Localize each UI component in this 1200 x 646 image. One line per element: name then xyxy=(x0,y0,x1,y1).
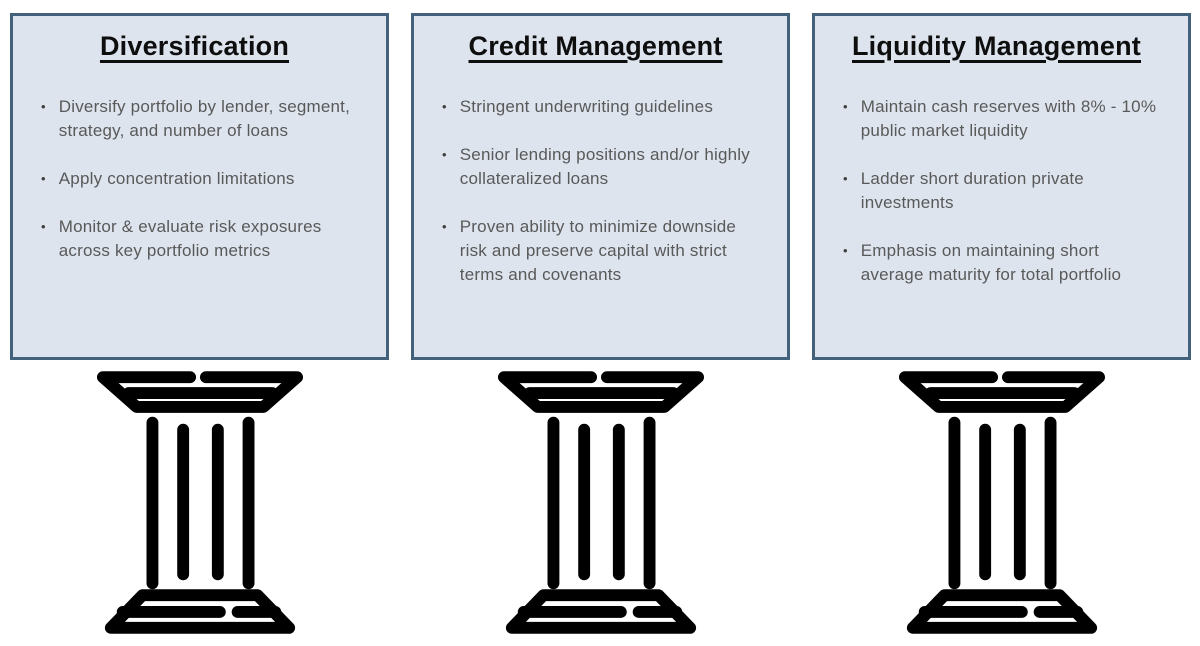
diversification-card: Diversification • Diversify portfolio by… xyxy=(10,13,389,360)
bullet-text: Stringent underwriting guidelines xyxy=(459,97,714,116)
bullet-text: Emphasis on maintaining short average ma… xyxy=(860,241,1122,284)
bullet-item: • Monitor & evaluate risk exposures acro… xyxy=(41,215,356,263)
pillar-icon xyxy=(96,371,303,634)
bullet-list: • Stringent underwriting guidelines • Se… xyxy=(434,95,757,287)
bullet-dot-icon: • xyxy=(41,99,46,114)
bullet-dot-icon: • xyxy=(843,171,848,186)
bullet-item: • Emphasis on maintaining short average … xyxy=(843,239,1158,287)
pillar-icon-strokes xyxy=(497,371,704,634)
pillar-column-diversification: Diversification • Diversify portfolio by… xyxy=(10,13,389,646)
bullet-list: • Diversify portfolio by lender, segment… xyxy=(33,95,356,263)
card-title: Liquidity Management xyxy=(851,31,1142,61)
pillar-icon-strokes xyxy=(898,371,1105,634)
card-title: Diversification xyxy=(99,31,290,61)
bullet-dot-icon: • xyxy=(442,99,447,114)
bullet-dot-icon: • xyxy=(843,99,848,114)
bullet-text: Proven ability to minimize downside risk… xyxy=(459,217,737,284)
pillar-icon-strokes xyxy=(96,371,303,634)
bullet-text: Apply concentration limitations xyxy=(58,169,295,188)
pillar-icon xyxy=(898,371,1105,634)
bullet-text: Senior lending positions and/or highly c… xyxy=(459,145,750,188)
bullet-text: Diversify portfolio by lender, segment, … xyxy=(58,97,351,140)
bullet-dot-icon: • xyxy=(41,171,46,186)
bullet-item: • Diversify portfolio by lender, segment… xyxy=(41,95,356,143)
bullet-dot-icon: • xyxy=(41,219,46,234)
bullet-item: • Maintain cash reserves with 8% - 10% p… xyxy=(843,95,1158,143)
bullet-item: • Proven ability to minimize downside ri… xyxy=(442,215,757,287)
pillar-capital xyxy=(898,371,1105,413)
pillar-capital xyxy=(96,371,303,413)
bullet-dot-icon: • xyxy=(843,243,848,258)
bullet-text: Monitor & evaluate risk exposures across… xyxy=(58,217,322,260)
pillar-column-liquidity-management: Liquidity Management • Maintain cash res… xyxy=(812,13,1191,646)
bullet-item: • Senior lending positions and/or highly… xyxy=(442,143,757,191)
pillar-icon xyxy=(497,371,704,634)
card-title: Credit Management xyxy=(468,31,723,61)
credit-management-card: Credit Management • Stringent underwriti… xyxy=(411,13,790,360)
bullet-text: Ladder short duration private investment… xyxy=(860,169,1084,212)
bullet-dot-icon: • xyxy=(442,219,447,234)
bullet-item: • Apply concentration limitations xyxy=(41,167,356,191)
liquidity-management-card: Liquidity Management • Maintain cash res… xyxy=(812,13,1191,360)
bullet-item: • Ladder short duration private investme… xyxy=(843,167,1158,215)
bullet-list: • Maintain cash reserves with 8% - 10% p… xyxy=(835,95,1158,287)
pillar-capital xyxy=(497,371,704,413)
bullet-dot-icon: • xyxy=(442,147,447,162)
bullet-item: • Stringent underwriting guidelines xyxy=(442,95,757,119)
bullet-text: Maintain cash reserves with 8% - 10% pub… xyxy=(860,97,1157,140)
pillar-column-credit-management: Credit Management • Stringent underwriti… xyxy=(411,13,790,646)
